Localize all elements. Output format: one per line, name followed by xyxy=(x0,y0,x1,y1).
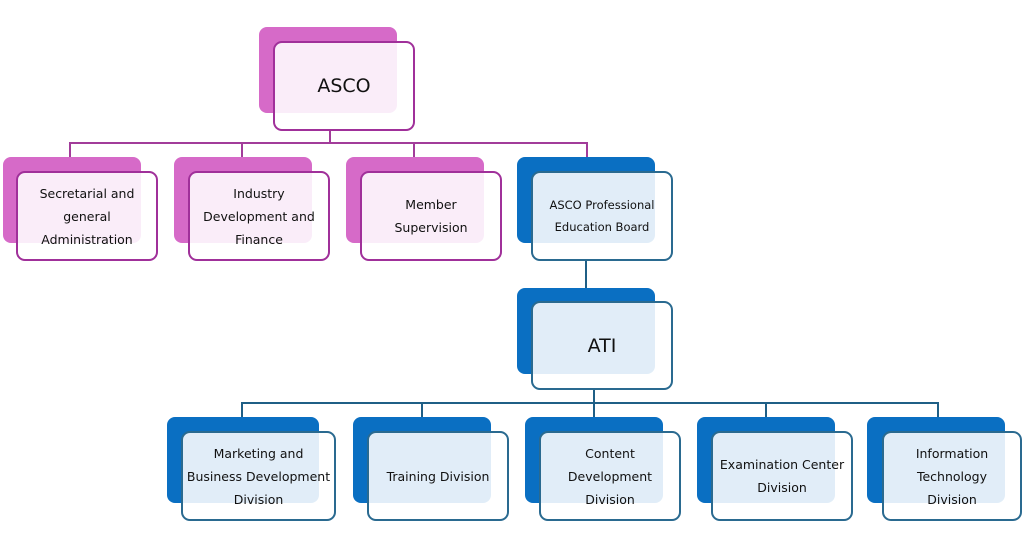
node-box: Content Development Division xyxy=(539,431,681,521)
node-label: Information Technology Division xyxy=(915,445,989,507)
node-label: Training Division xyxy=(386,468,490,484)
node-box: ASCO xyxy=(273,41,415,131)
connector-ati-down xyxy=(593,390,595,403)
node-box: Examination Center Division xyxy=(711,431,853,521)
connector-board-to-ati xyxy=(585,261,587,288)
node-label: Content Development Division xyxy=(567,445,653,507)
node-label: Examination Center Division xyxy=(719,457,845,495)
connector-level3-drop xyxy=(421,402,423,417)
node-box: ATI xyxy=(531,301,673,390)
connector-level3-drop xyxy=(937,402,939,417)
connector-level1-drop xyxy=(586,142,588,157)
node-label: ATI xyxy=(587,334,617,357)
node-box: ASCO Professional Education Board xyxy=(531,171,673,261)
connector-root-down xyxy=(329,130,331,144)
connector-level1-drop xyxy=(69,142,71,157)
node-label: ASCO Professional Education Board xyxy=(549,198,655,234)
connector-level3-drop xyxy=(241,402,243,417)
connector-level1-drop xyxy=(413,142,415,157)
node-box: Secretarial and general Administration xyxy=(16,171,158,261)
node-label: Industry Development and Finance xyxy=(203,185,315,247)
connector-level1-drop xyxy=(241,142,243,157)
node-box: Training Division xyxy=(367,431,509,521)
node-box: Information Technology Division xyxy=(882,431,1022,521)
connector-level3-drop xyxy=(593,402,595,417)
connector-level1-horizontal xyxy=(69,142,588,144)
node-label: ASCO xyxy=(317,75,371,97)
node-label: Member Supervision xyxy=(394,197,468,235)
node-box: Industry Development and Finance xyxy=(188,171,330,261)
connector-level3-horizontal xyxy=(241,402,939,404)
node-label: Secretarial and general Administration xyxy=(39,185,135,247)
connector-level3-drop xyxy=(765,402,767,417)
node-label: Marketing and Business Development Divis… xyxy=(186,445,331,507)
node-box: Marketing and Business Development Divis… xyxy=(181,431,336,521)
node-box: Member Supervision xyxy=(360,171,502,261)
